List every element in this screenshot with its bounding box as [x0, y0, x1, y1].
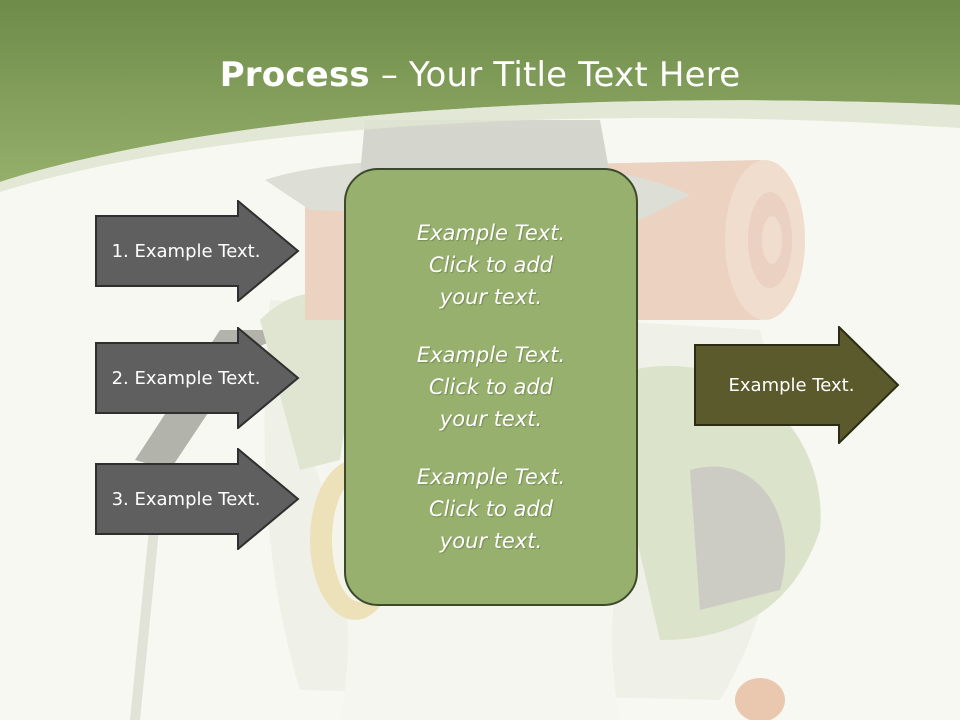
- header-band: [0, 0, 960, 182]
- process-arrow-2-label: 2. Example Text.: [111, 367, 261, 389]
- right-arrow-shape: [694, 326, 900, 444]
- result-arrow[interactable]: Example Text.: [694, 326, 900, 444]
- process-arrow-3[interactable]: 3. Example Text.: [95, 448, 300, 550]
- result-arrow-label: Example Text.: [728, 374, 855, 396]
- process-arrow-3-label: 3. Example Text.: [111, 488, 261, 510]
- right-arrow-shape: [95, 448, 300, 550]
- title-bold-part: Process: [219, 55, 370, 95]
- process-arrow-1[interactable]: 1. Example Text.: [95, 200, 300, 302]
- title-rest-part: – Your Title Text Here: [369, 55, 741, 95]
- right-arrow-shape: [95, 200, 300, 302]
- process-arrow-1-label: 1. Example Text.: [111, 240, 261, 262]
- right-arrow-shape: [95, 327, 300, 429]
- center-paragraph-2: Example Text. Click to add your text.: [416, 343, 566, 431]
- process-arrow-2[interactable]: 2. Example Text.: [95, 327, 300, 429]
- slide-title[interactable]: Process – Your Title Text Here: [0, 54, 960, 96]
- center-paragraph-3: Example Text. Click to add your text.: [416, 465, 566, 553]
- center-text-box[interactable]: Example Text. Click to add your text. Ex…: [344, 168, 638, 606]
- center-paragraph-1: Example Text. Click to add your text.: [416, 221, 566, 309]
